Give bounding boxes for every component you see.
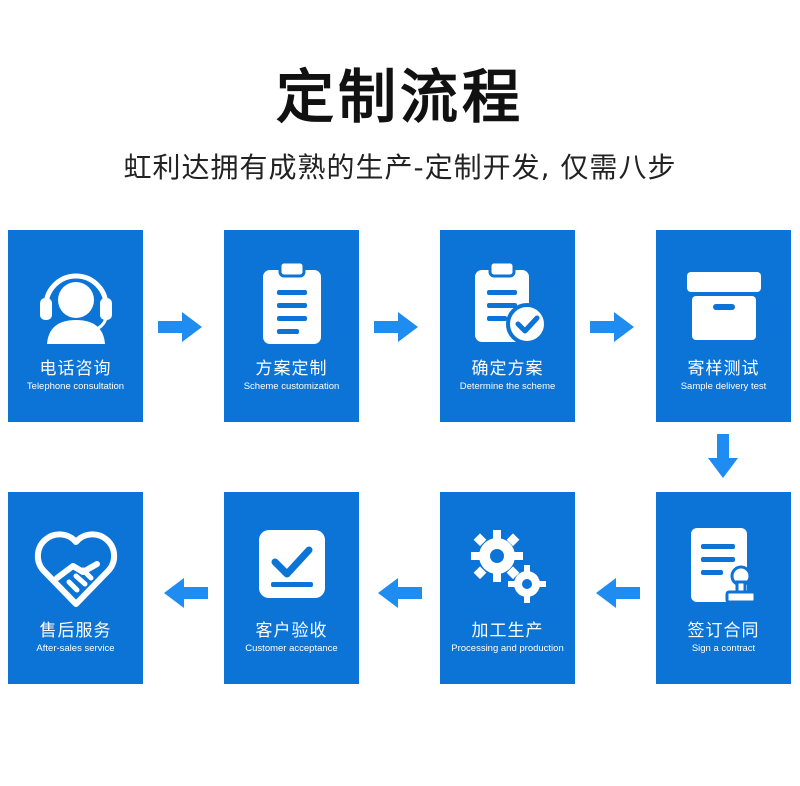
step-title: 方案定制: [255, 359, 328, 379]
step-title: 客户验收: [255, 621, 328, 641]
arrow-right-icon: [158, 312, 202, 342]
step-subtitle: After-sales service: [36, 643, 115, 654]
checkbox-icon: [224, 520, 359, 610]
page-title: 定制流程: [275, 63, 524, 131]
clipboard-check-icon: [440, 258, 575, 348]
arrow-left-icon: [378, 578, 422, 608]
arrow-down-icon: [708, 434, 738, 478]
step-card-after-sales-service: 售后服务 After-sales service: [8, 492, 143, 684]
step-title: 寄样测试: [687, 359, 760, 379]
step-subtitle: Sample delivery test: [680, 381, 767, 392]
step-card-telephone-consultation: 电话咨询 Telephone consultation: [8, 230, 143, 422]
arrow-left-icon: [596, 578, 640, 608]
step-subtitle: Processing and production: [451, 643, 564, 654]
step-subtitle: Customer acceptance: [245, 643, 338, 654]
step-card-processing-production: 加工生产 Processing and production: [440, 492, 575, 684]
step-subtitle: Telephone consultation: [26, 381, 125, 392]
step-card-sign-contract: 签订合同 Sign a contract: [656, 492, 791, 684]
headset-icon: [8, 258, 143, 348]
step-title: 电话咨询: [39, 359, 112, 379]
step-card-scheme-customization: 方案定制 Scheme customization: [224, 230, 359, 422]
step-subtitle: Scheme customization: [243, 381, 340, 392]
gears-icon: [440, 520, 575, 610]
step-card-customer-acceptance: 客户验收 Customer acceptance: [224, 492, 359, 684]
step-title: 签订合同: [687, 621, 760, 641]
handshake-heart-icon: [8, 520, 143, 610]
step-card-sample-delivery-test: 寄样测试 Sample delivery test: [656, 230, 791, 422]
contract-stamp-icon: [656, 520, 791, 610]
arrow-right-icon: [374, 312, 418, 342]
step-title: 确定方案: [471, 359, 544, 379]
step-title: 售后服务: [39, 621, 112, 641]
step-card-determine-scheme: 确定方案 Determine the scheme: [440, 230, 575, 422]
step-subtitle: Sign a contract: [691, 643, 756, 654]
arrow-right-icon: [590, 312, 634, 342]
box-icon: [656, 258, 791, 348]
step-subtitle: Determine the scheme: [459, 381, 556, 392]
arrow-left-icon: [164, 578, 208, 608]
clipboard-icon: [224, 258, 359, 348]
page-subtitle: 虹利达拥有成熟的生产-定制开发, 仅需八步: [123, 151, 677, 184]
step-title: 加工生产: [471, 621, 544, 641]
